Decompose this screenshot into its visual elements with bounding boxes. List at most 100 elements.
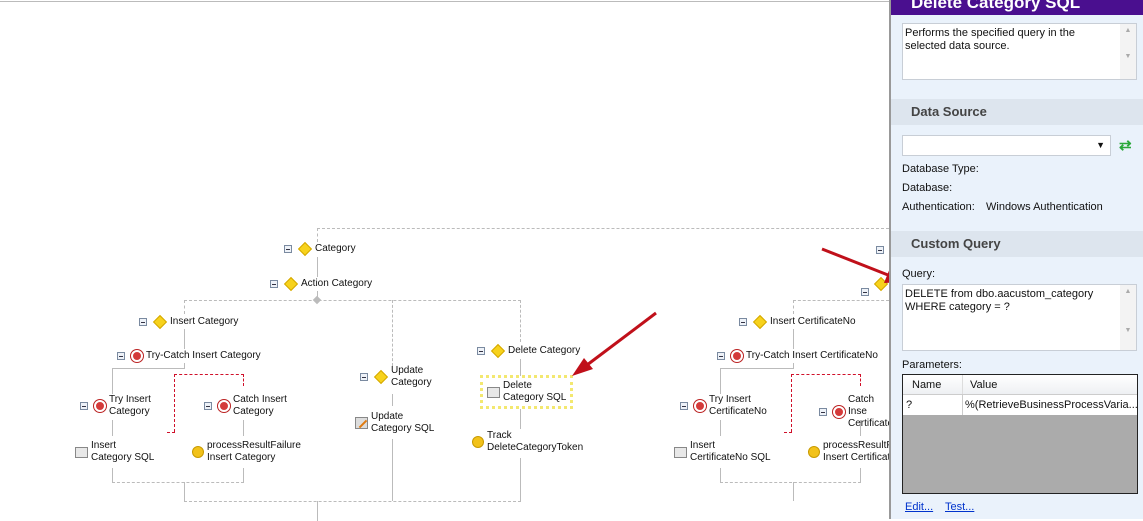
grid-header: Name Value [903, 375, 1137, 395]
branch-diamond [312, 295, 322, 305]
node-insert-category-sql[interactable]: Insert Category SQL [75, 440, 154, 464]
connector [243, 468, 244, 482]
query-textarea[interactable]: DELETE from dbo.aacustom_category WHERE … [902, 284, 1137, 351]
collapse-icon[interactable] [284, 245, 292, 253]
param-value-cell[interactable]: %(RetrieveBusinessProcessVaria... [965, 399, 1137, 411]
collapse-icon[interactable] [204, 402, 212, 410]
connector [317, 228, 889, 229]
connector [520, 300, 521, 342]
node-catch-insert-certificate-no[interactable]: Catch Inse Certificate [819, 394, 893, 430]
collapse-icon[interactable] [139, 318, 147, 326]
node-try-insert-category[interactable]: Try Insert Category [80, 394, 151, 418]
column-header-name[interactable]: Name [903, 375, 963, 394]
sequence-icon [373, 369, 389, 385]
connector [720, 420, 721, 436]
connector [317, 291, 318, 300]
collapse-icon[interactable] [680, 402, 688, 410]
param-name-cell[interactable]: ? [903, 395, 963, 415]
database-type-label: Database Type: [902, 163, 979, 175]
catch-connector [174, 374, 244, 375]
properties-panel: Delete Category SQL Performs the specifi… [889, 0, 1143, 519]
node-process-result-failure-category[interactable]: processResultFailure Insert Category [192, 440, 301, 464]
collapse-icon[interactable] [876, 246, 884, 254]
connector [392, 300, 393, 366]
node-insert-certificate-no[interactable]: Insert CertificateNo [739, 314, 856, 330]
test-link[interactable]: Test... [945, 501, 975, 513]
try-catch-icon [131, 350, 143, 362]
catch-connector [791, 374, 861, 375]
connector [112, 468, 113, 482]
edit-link[interactable]: Edit... [905, 501, 934, 513]
track-icon [808, 446, 820, 458]
node-insert-certificate-no-sql[interactable]: Insert CertificateNo SQL [674, 440, 771, 464]
collapse-icon[interactable] [739, 318, 747, 326]
try-icon [694, 400, 706, 412]
node-try-catch-insert-certificate-no[interactable]: Try-Catch Insert CertificateNo [717, 350, 878, 362]
node-process-result-failure-certificate[interactable]: processResultF Insert Certificat [808, 440, 892, 464]
connector [392, 394, 393, 406]
node-delete-category-sql-selected[interactable]: Delete Category SQL [480, 375, 574, 409]
node-update-category[interactable]: Update Category [360, 365, 432, 389]
connector [184, 482, 185, 501]
panel-title: Delete Category SQL [891, 0, 1143, 15]
decision-icon [873, 276, 889, 292]
description-box[interactable]: Performs the specified query in the sele… [902, 23, 1137, 80]
connector [860, 420, 861, 436]
track-icon [472, 436, 484, 448]
refresh-icon[interactable]: ⇄ [1119, 137, 1132, 154]
sequence-icon [490, 343, 506, 359]
collapse-icon[interactable] [819, 408, 827, 416]
node-insert-category[interactable]: Insert Category [139, 314, 238, 330]
node-try-insert-certificate-no[interactable]: Try Insert CertificateNo [680, 394, 767, 418]
node-try-catch-insert-category[interactable]: Try-Catch Insert Category [117, 350, 261, 362]
node-track-delete-category-token[interactable]: Track DeleteCategoryToken [472, 430, 583, 454]
try-icon [94, 400, 106, 412]
data-source-dropdown[interactable]: ▼ [902, 135, 1111, 156]
collapse-icon[interactable] [270, 280, 278, 288]
collapse-icon[interactable] [117, 352, 125, 360]
authentication-label: Authentication: [902, 201, 975, 213]
collapse-icon[interactable] [360, 373, 368, 381]
table-row[interactable]: ? %(RetrieveBusinessProcessVaria... [903, 395, 1137, 415]
collapse-icon[interactable] [477, 347, 485, 355]
workflow-canvas[interactable]: Category Action Category Insert Category… [0, 1, 893, 521]
connector [112, 420, 113, 436]
connector [860, 468, 861, 482]
node-catch-insert-category[interactable]: Catch Insert Category [204, 394, 287, 418]
catch-connector [791, 374, 792, 432]
node-action-category[interactable]: Action Category [270, 276, 372, 292]
sequence-icon [297, 241, 313, 257]
parameters-grid[interactable]: Name Value ? %(RetrieveBusinessProcessVa… [902, 374, 1138, 494]
connector [112, 368, 185, 369]
column-header-value[interactable]: Value [970, 379, 998, 391]
connector [317, 228, 318, 242]
connector [184, 363, 185, 369]
collapse-icon[interactable] [717, 352, 725, 360]
node-category[interactable]: Category [284, 241, 356, 257]
connector [184, 501, 521, 502]
connector [793, 300, 794, 314]
connector [112, 482, 244, 483]
collapse-icon[interactable] [861, 288, 869, 296]
catch-icon [218, 400, 230, 412]
connector [520, 359, 521, 376]
node-update-category-sql[interactable]: Update Category SQL [355, 411, 434, 435]
sql-update-icon [355, 417, 368, 429]
try-catch-icon [731, 350, 743, 362]
connector [793, 363, 794, 369]
scrollbar[interactable]: ▲▼ [1120, 24, 1136, 79]
scrollbar[interactable]: ▲▼ [1120, 285, 1136, 350]
decision-icon [283, 276, 299, 292]
connector [793, 300, 889, 301]
connector [793, 329, 794, 349]
database-label: Database: [902, 182, 953, 194]
connector [243, 420, 244, 436]
sql-delete-icon [487, 386, 500, 398]
catch-connector [167, 432, 175, 433]
sql-insert-icon [75, 446, 88, 458]
collapse-icon[interactable] [80, 402, 88, 410]
node-delete-category[interactable]: Delete Category [477, 343, 580, 359]
connector [317, 501, 318, 521]
catch-icon [833, 406, 845, 418]
connector [317, 257, 318, 277]
